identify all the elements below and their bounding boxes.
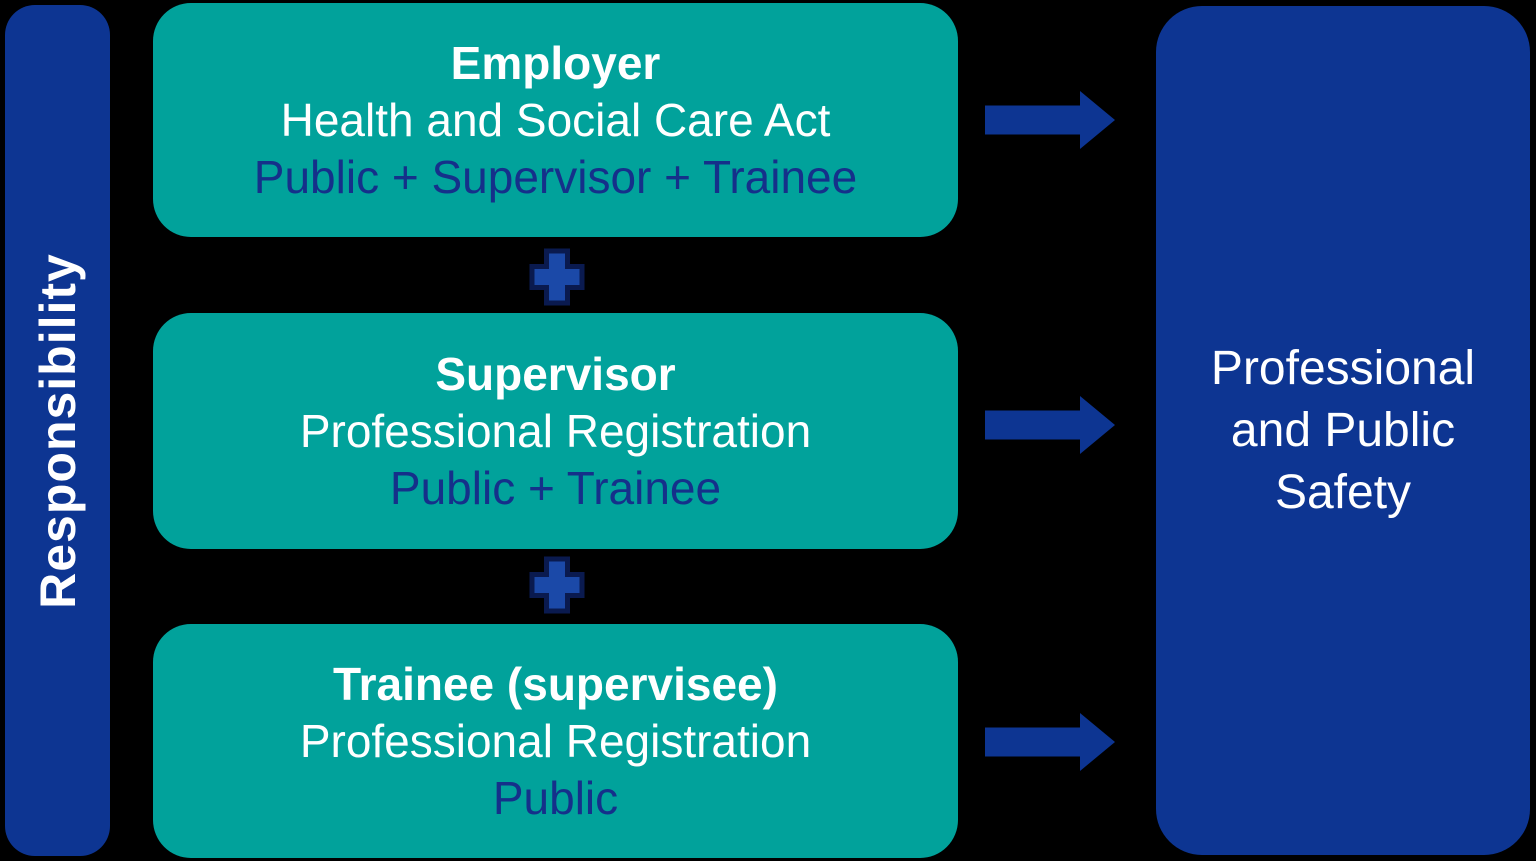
result-line-2: and Public [1230, 403, 1456, 457]
plus-icon [529, 556, 585, 614]
trainee-basis: Professional Registration [299, 714, 812, 767]
supervisor-responsible-for: Public + Trainee [389, 461, 722, 514]
responsibility-bar: Responsibility [5, 5, 110, 856]
employer-box: Employer Health and Social Care Act Publ… [153, 3, 958, 237]
arrow-right-icon [985, 713, 1115, 771]
employer-title: Employer [450, 36, 661, 89]
trainee-title: Trainee (supervisee) [333, 657, 778, 710]
supervisor-title: Supervisor [435, 347, 676, 400]
employer-responsible-for: Public + Supervisor + Trainee [253, 150, 858, 203]
arrow-right-icon [985, 91, 1115, 149]
trainee-responsible-for: Public [492, 771, 619, 824]
professional-public-safety-box: Professional and Public Safety [1156, 6, 1530, 855]
supervisor-box: Supervisor Professional Registration Pub… [153, 313, 958, 549]
supervisor-basis: Professional Registration [299, 404, 812, 457]
arrow-right-icon [985, 396, 1115, 454]
responsibility-label: Responsibility [29, 252, 86, 609]
trainee-box: Trainee (supervisee) Professional Regist… [153, 624, 958, 858]
employer-basis: Health and Social Care Act [280, 93, 831, 146]
result-line-1: Professional [1210, 341, 1476, 395]
plus-icon [529, 248, 585, 306]
result-line-3: Safety [1274, 465, 1412, 519]
